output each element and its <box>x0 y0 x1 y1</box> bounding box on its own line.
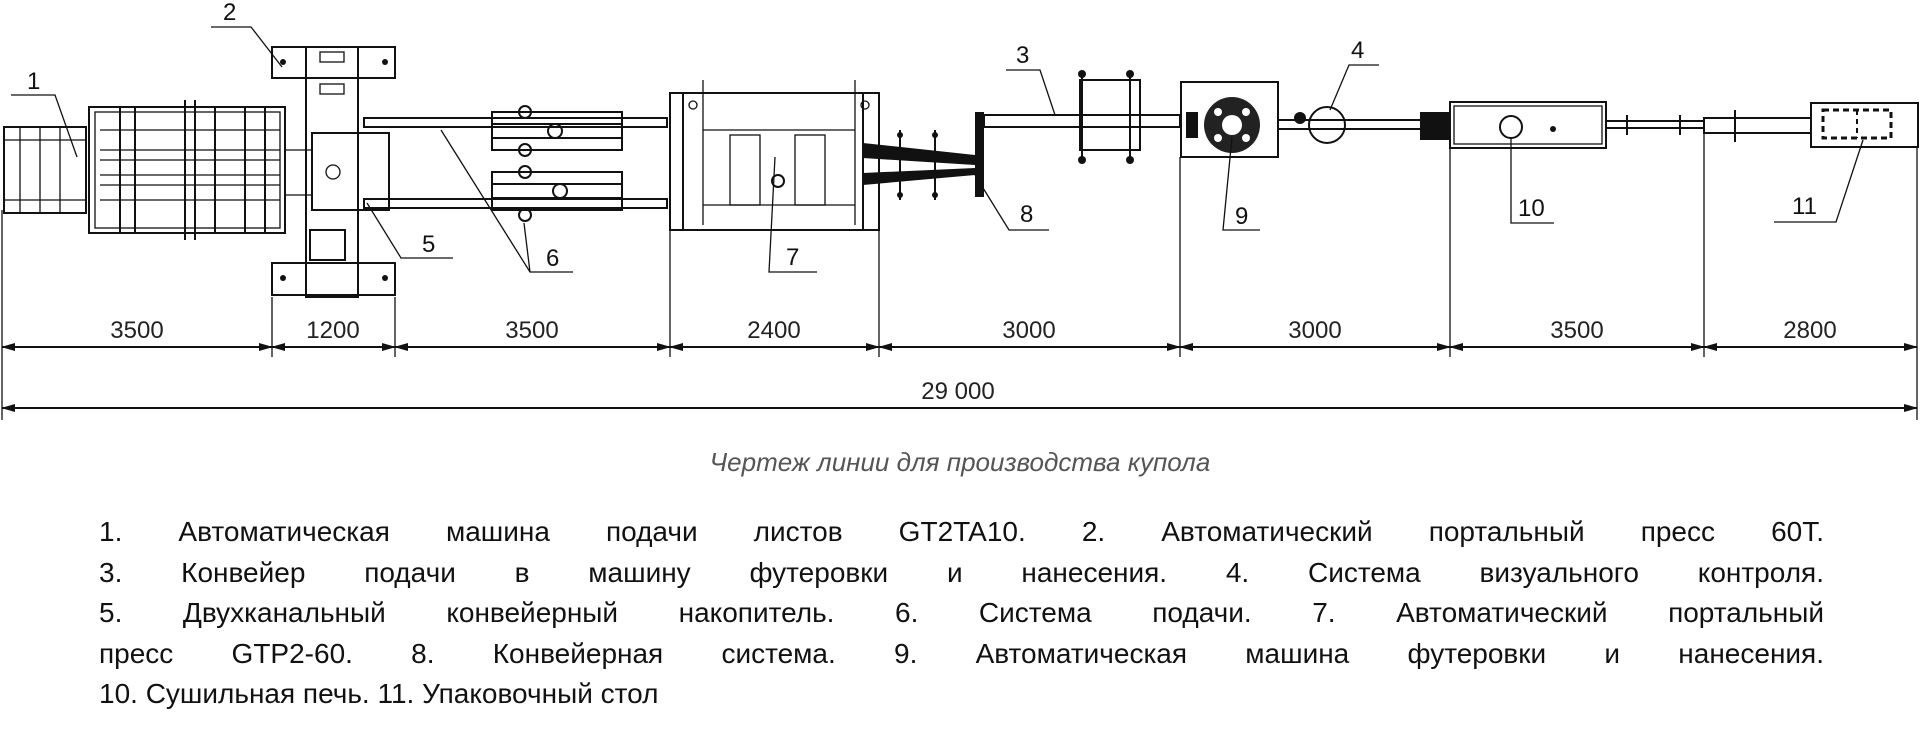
dim-lining: 3000 <box>1288 317 1341 344</box>
portal-press-gtp2-60 <box>669 80 880 231</box>
label-1: 1 <box>27 68 40 95</box>
drawing-caption: Чертеж линии для производства купола <box>709 447 1211 477</box>
dimension-lines: 3500 1200 3500 2400 3000 3000 3500 2800 … <box>1 133 1918 420</box>
legend-line: 1. Автоматическая машина подачи листов G… <box>99 516 1824 547</box>
lining-coating-machine <box>1180 81 1279 158</box>
dim-feeder: 3500 <box>110 317 163 344</box>
legend-line: 10. Сушильная печь. 11. Упаковочный стол <box>99 678 659 709</box>
label-10: 10 <box>1518 195 1545 222</box>
legend-line: пресс GTP2-60. 8. Конвейерная система. 9… <box>99 637 1824 669</box>
label-11: 11 <box>1792 193 1817 220</box>
drying-oven <box>1420 101 1705 149</box>
label-9: 9 <box>1235 203 1248 230</box>
label-4: 4 <box>1351 37 1364 64</box>
packing-table <box>1703 102 1919 148</box>
parts-legend: 1. Автоматическая машина подачи листов G… <box>99 512 1824 715</box>
leader-lines <box>11 26 1864 273</box>
legend-line: 5. Двухканальный конвейерный накопитель.… <box>99 597 1824 628</box>
production-line-drawing: 1 2 3 4 5 6 7 8 9 10 11 3500 <box>1 0 1919 420</box>
label-5: 5 <box>422 231 435 258</box>
dim-table: 2800 <box>1783 317 1836 344</box>
label-3: 3 <box>1016 42 1029 69</box>
legend-line: 3. Конвейер подачи в машину футеровки и … <box>99 556 1824 588</box>
label-8: 8 <box>1020 201 1033 228</box>
label-7: 7 <box>786 244 799 271</box>
dim-feeding: 3500 <box>505 317 558 344</box>
part-labels: 1 2 3 4 5 6 7 8 9 10 11 <box>27 0 1817 272</box>
feed-conveyor <box>983 70 1181 164</box>
dim-total: 29 000 <box>921 378 994 405</box>
label-6: 6 <box>546 245 559 272</box>
dim-conveyor: 3000 <box>1002 317 1055 344</box>
portal-press-60t <box>271 46 396 298</box>
feeding-system <box>363 105 668 222</box>
conveyor-system <box>863 112 984 200</box>
dim-press-gtp2: 2400 <box>747 317 800 344</box>
label-2: 2 <box>223 0 236 26</box>
sheet-feeder-machine <box>3 100 286 240</box>
dim-oven: 3500 <box>1550 317 1603 344</box>
dim-press-60t: 1200 <box>306 317 359 344</box>
